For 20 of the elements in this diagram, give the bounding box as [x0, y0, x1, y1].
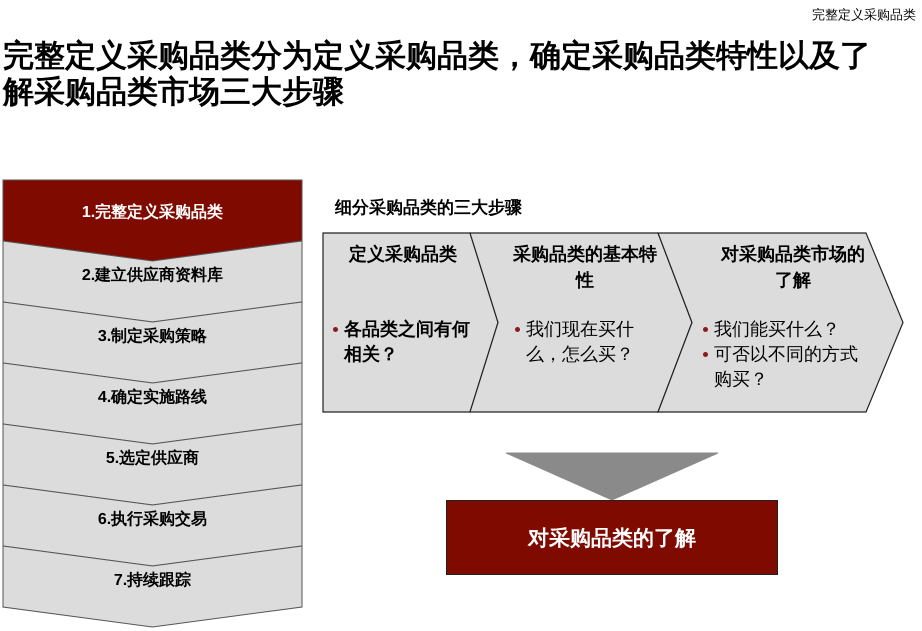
- step-label: 7.持续跟踪: [112, 570, 192, 591]
- step-label: 4.确定实施路线: [96, 387, 208, 408]
- bullet-text: 我们现在买什么，怎么买？: [526, 318, 635, 366]
- step-label: 3.制定采购策略: [96, 326, 208, 347]
- section-heading: 细分采购品类的三大步骤: [335, 197, 522, 219]
- bullet-text: 可否以不同的方式购买？: [714, 343, 859, 391]
- slide-title: 完整定义采购品类分为定义采购品类，确定采购品类特性以及了解采购品类市场三大步骤: [3, 38, 872, 110]
- step-label: 6.执行采购交易: [96, 509, 208, 530]
- chevron-heading: 采购品类的基本特性: [512, 243, 658, 292]
- chevron-heading: 对采购品类市场的了解: [720, 243, 866, 292]
- bullet-text: 各品类之间有何相关？: [344, 318, 471, 366]
- down-arrow: [506, 452, 718, 501]
- result-label: 对采购品类的了解: [526, 526, 697, 552]
- step-label: 2.建立供应商资料库: [80, 265, 224, 286]
- bullet-text: 我们能买什么？: [714, 318, 840, 341]
- step-label: 1.完整定义采购品类: [80, 202, 224, 223]
- chevron-heading: 定义采购品类: [348, 243, 458, 266]
- header-label: 完整定义采购品类: [812, 6, 916, 24]
- step-label: 5.选定供应商: [104, 448, 200, 469]
- result-box: [446, 500, 778, 575]
